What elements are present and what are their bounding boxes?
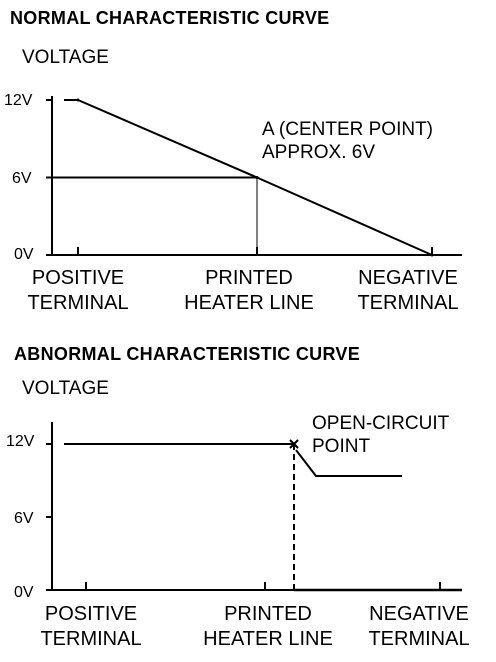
chart1-xtick-negative-terminal: NEGATIVE TERMINAL [357,267,459,314]
chart2-ylabel: VOLTAGE [22,378,109,399]
chart1-ytick-0v: 0V [14,246,34,263]
chart2-xtick-negative-terminal: NEGATIVE TERMINAL [368,603,470,650]
chart1-xtick-printed-heater-line: PRINTED HEATER LINE [184,267,314,314]
chart1-xtick-positive-terminal: POSITIVE TERMINAL [27,267,129,314]
chart1-ytick-6v: 6V [12,170,32,187]
chart2-ytick-12v: 12V [6,433,35,450]
chart2-ytick-6v: 6V [14,510,34,527]
chart2-title: ABNORMAL CHARACTERISTIC CURVE [14,344,361,364]
chart1-ylabel: VOLTAGE [22,47,109,68]
chart1-ytick-12v: 12V [4,92,33,109]
chart2-ytick-0v: 0V [14,584,34,601]
chart1-title: NORMAL CHARACTERISTIC CURVE [10,8,330,28]
chart1-annotation-center-point: A (CENTER POINT) APPROX. 6V [262,119,434,163]
chart2-xtick-printed-heater-line: PRINTED HEATER LINE [203,603,333,650]
chart1-point-2 [430,253,434,257]
chart1-point-0 [76,98,80,102]
chart2-annotation-leader [295,449,402,477]
chart2-annotation-open-circuit-point: OPEN-CIRCUIT POINT [312,413,450,457]
chart2-xtick-positive-terminal: POSITIVE TERMINAL [40,603,142,650]
